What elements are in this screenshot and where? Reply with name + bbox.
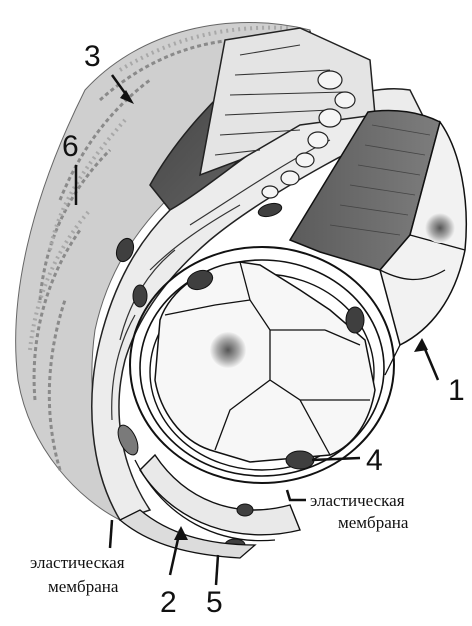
membrane-label-left-line1: эластическая [30, 553, 125, 572]
membrane-label-right-line1: эластическая [310, 491, 405, 510]
label-5: 5 [206, 586, 223, 619]
label-4: 4 [366, 444, 383, 477]
lumen-cells [155, 262, 375, 462]
label-6: 6 [62, 130, 79, 163]
label-1: 1 [448, 374, 465, 407]
leader-4 [312, 458, 360, 460]
leader-membrane-left [110, 520, 112, 548]
leader-5 [216, 555, 218, 585]
label-2: 2 [160, 586, 177, 619]
membrane-label-left-line2: мембрана [48, 577, 119, 596]
arrowhead-1 [414, 338, 428, 352]
leader-membrane-right [287, 490, 306, 500]
label-3: 3 [84, 40, 101, 73]
membrane-label-right-line2: мембрана [338, 513, 409, 532]
